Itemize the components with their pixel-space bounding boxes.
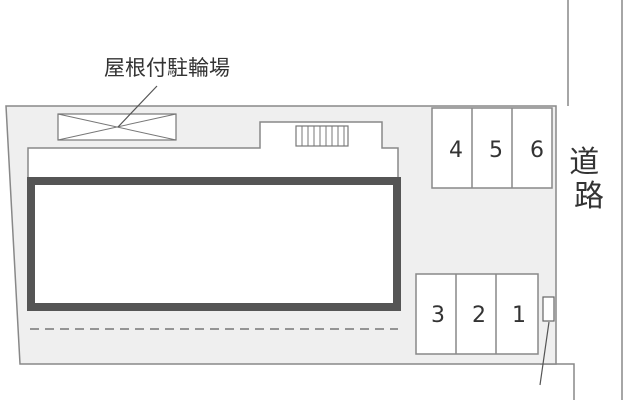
bicycle-parking-leader [117, 85, 158, 128]
road-label-char-1: 道 [569, 145, 599, 180]
parking-space-3: 3 [431, 303, 445, 328]
bicycle-parking-label: 屋根付駐輪場 [104, 56, 230, 80]
stairs-icon [295, 125, 349, 147]
entrance-marker [542, 296, 555, 322]
road-label-char-2: 路 [574, 179, 604, 214]
parking-block-bottom: 3 2 1 [415, 273, 539, 355]
parking-block-top: 4 5 6 [431, 107, 553, 189]
parking-space-5: 5 [489, 138, 503, 163]
entrance-leader [539, 321, 550, 386]
road-label: 道 路 [569, 145, 609, 214]
parking-space-6: 6 [530, 138, 544, 163]
parking-space-2: 2 [472, 303, 486, 328]
parking-space-4: 4 [449, 138, 463, 163]
main-building [27, 177, 401, 311]
road-boundary-bottom [540, 363, 575, 400]
parking-space-1: 1 [512, 303, 526, 328]
bicycle-parking-icon [57, 113, 177, 141]
